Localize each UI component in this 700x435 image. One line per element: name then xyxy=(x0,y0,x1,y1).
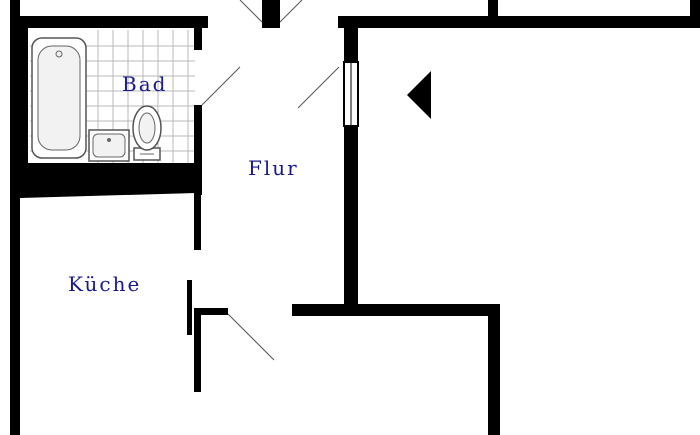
room-label-bad: Bad xyxy=(122,72,168,96)
bathtub-icon xyxy=(31,37,87,159)
room-label-flur: Flur xyxy=(248,156,299,180)
washbasin-icon xyxy=(88,129,130,162)
toilet-icon xyxy=(132,105,162,161)
entrance-arrow-icon xyxy=(407,71,431,119)
room-label-kueche: Küche xyxy=(68,272,142,296)
walls xyxy=(10,0,700,435)
door-swing-lines xyxy=(201,0,340,361)
